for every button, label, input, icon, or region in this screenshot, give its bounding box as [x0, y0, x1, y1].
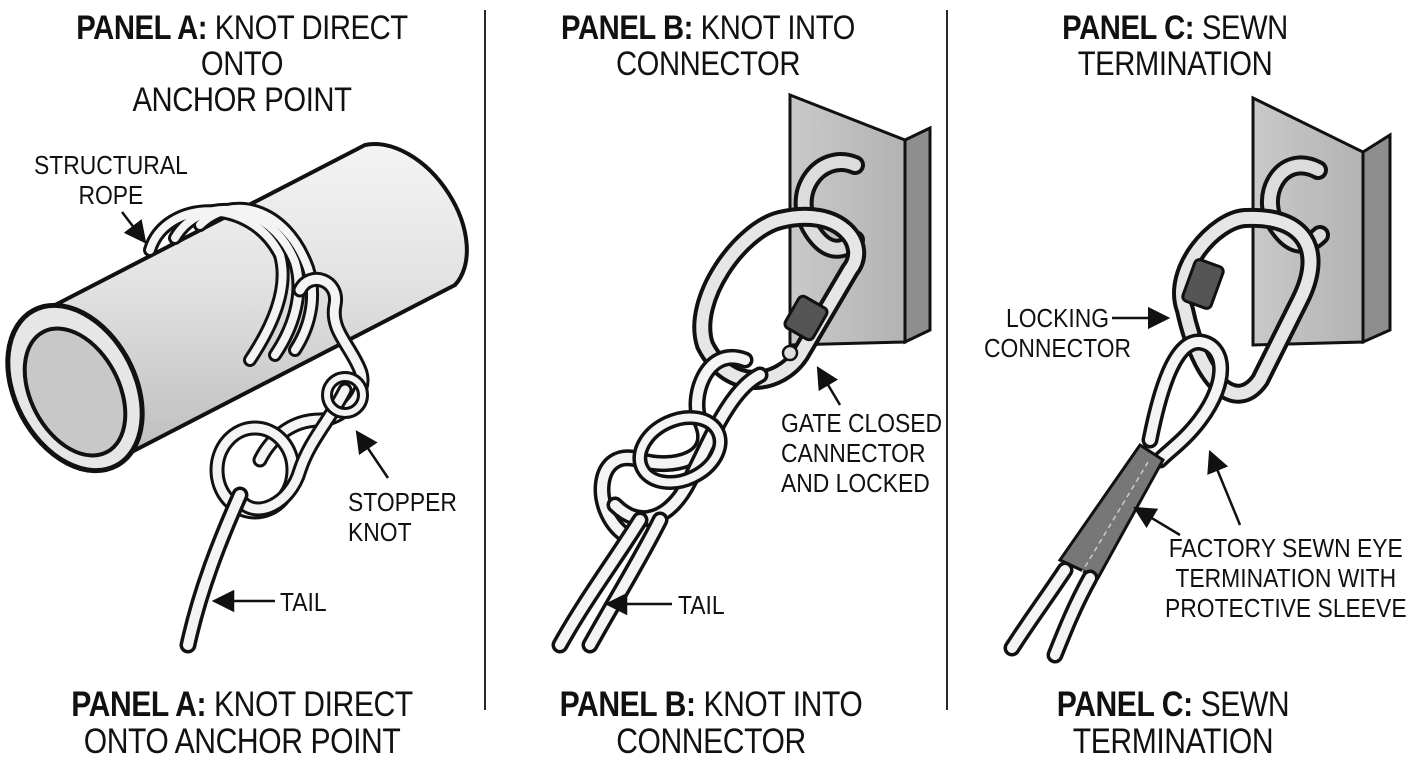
panel-c-bottom-title: PANEL C: SEWN TERMINATION	[971, 686, 1375, 760]
panel-b-title-rest: KNOT INTO	[692, 9, 856, 47]
label-locking-connector: LOCKING CONNECTOR	[984, 303, 1131, 363]
panel-a-bottom-title-rest: KNOT DIRECT	[206, 685, 413, 724]
panel-c-arrows	[1112, 306, 1242, 537]
panel-c: PANEL C: SEWN TERMINATION LOCKING CONNEC…	[950, 0, 1408, 768]
label-sewn-line3: PROTECTIVE SLEEVE	[1165, 593, 1407, 623]
panel-b-title-line2: CONNECTOR	[615, 45, 801, 83]
divider-left	[484, 10, 486, 710]
panel-a-arrows	[121, 211, 390, 613]
label-tail-b-text: TAIL	[678, 590, 725, 620]
label-locking-line1: LOCKING	[1006, 303, 1110, 333]
panel-b-arrows	[604, 366, 842, 616]
panel-b-title: PANEL B: KNOT INTO CONNECTOR	[502, 10, 915, 82]
panel-a-title: PANEL A: KNOT DIRECT ONTO ANCHOR POINT	[34, 10, 450, 118]
panel-c-bottom-title-bold: PANEL C:	[1056, 685, 1193, 724]
label-locking-line2: CONNECTOR	[984, 333, 1132, 363]
label-gate-line3: AND LOCKED	[781, 468, 930, 498]
panel-a-bottom-title-bold: PANEL A:	[71, 685, 207, 724]
label-tail-b: TAIL	[678, 590, 725, 620]
panel-a-bottom-title-line2: ONTO ANCHOR POINT	[83, 722, 401, 761]
label-gate-line2: CANNECTOR	[781, 438, 926, 468]
panel-c-bottom-title-rest: SEWN	[1192, 685, 1290, 724]
panel-b-bottom-title-rest: KNOT INTO	[695, 685, 863, 724]
wall-plate-c	[1251, 95, 1392, 347]
panel-a-title-rest: KNOT DIRECT ONTO	[200, 9, 408, 83]
panel-b-bottom-title: PANEL B: KNOT INTO CONNECTOR	[507, 686, 915, 760]
panel-a-bottom-title: PANEL A: KNOT DIRECT ONTO ANCHOR POINT	[34, 686, 450, 760]
panel-c-title-line2: TERMINATION	[1077, 45, 1273, 83]
panel-c-bottom-title-line2: TERMINATION	[1072, 722, 1274, 761]
panel-c-title-bold: PANEL C:	[1062, 9, 1195, 47]
label-structural-rope: STRUCTURAL ROPE	[34, 150, 188, 210]
label-stopper-knot-line2: KNOT	[348, 517, 412, 547]
label-structural-rope-line1: STRUCTURAL	[34, 150, 188, 180]
structural-rope-wraps-fill	[146, 204, 317, 364]
panel-a-title-bold: PANEL A:	[76, 9, 208, 47]
rope-tail-b	[551, 511, 669, 654]
label-gate-closed: GATE CLOSED CANNECTOR AND LOCKED	[781, 408, 942, 498]
label-stopper-knot-line1: STOPPER	[348, 487, 457, 517]
panel-b-bottom-title-bold: PANEL B:	[559, 685, 696, 724]
label-tail-a-text: TAIL	[280, 587, 327, 617]
panel-c-title-rest: SEWN	[1194, 9, 1288, 47]
sewn-eye-thimble	[1141, 333, 1230, 469]
pipe-anchor	[5, 141, 469, 474]
divider-right	[946, 10, 948, 710]
stopper-knot	[209, 271, 370, 520]
label-stopper-knot: STOPPER KNOT	[348, 487, 457, 547]
rope-tail-c	[1003, 561, 1099, 664]
panel-c-title: PANEL C: SEWN TERMINATION	[975, 10, 1376, 82]
label-gate-line1: GATE CLOSED	[781, 408, 943, 438]
label-sewn-line2: TERMINATION WITH	[1175, 563, 1397, 593]
label-sewn-eye: FACTORY SEWN EYE TERMINATION WITH PROTEC…	[1165, 533, 1407, 623]
panel-b-bottom-title-line2: CONNECTOR	[616, 722, 806, 761]
label-sewn-line1: FACTORY SEWN EYE	[1168, 533, 1403, 563]
panel-a-title-line2: ANCHOR POINT	[132, 81, 352, 119]
rope-tail-a	[179, 486, 249, 654]
panel-b-title-bold: PANEL B:	[561, 9, 693, 47]
panel-a: PANEL A: KNOT DIRECT ONTO ANCHOR POINT S…	[0, 0, 484, 768]
label-tail-a: TAIL	[280, 587, 327, 617]
label-structural-rope-line2: ROPE	[78, 180, 144, 210]
panel-b: PANEL B: KNOT INTO CONNECTOR GATE CLOSED…	[486, 0, 948, 768]
